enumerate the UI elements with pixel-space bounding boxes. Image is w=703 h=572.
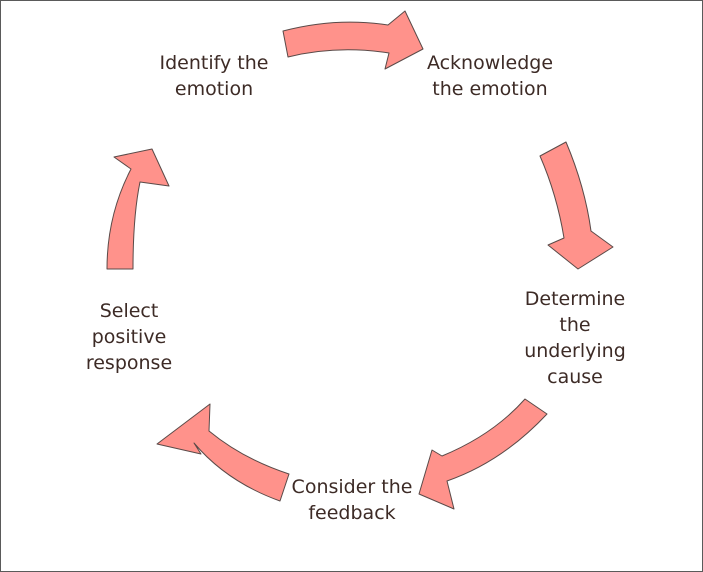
step-acknowledge-emotion: Acknowledge the emotion — [426, 52, 554, 100]
step-identify-emotion: Identify the emotion — [159, 52, 269, 100]
arrow-consider-to-select — [156, 403, 290, 502]
arrow-determine-to-consider — [418, 398, 548, 510]
step-consider-feedback: Consider the feedback — [291, 476, 413, 524]
arrow-identify-to-acknowledge — [282, 10, 424, 70]
arrow-acknowledge-to-determine — [539, 141, 614, 270]
step-determine-cause: Determine the underlying cause — [524, 288, 626, 388]
arrow-select-to-identify — [106, 148, 170, 270]
step-select-response: Select positive response — [85, 300, 173, 374]
